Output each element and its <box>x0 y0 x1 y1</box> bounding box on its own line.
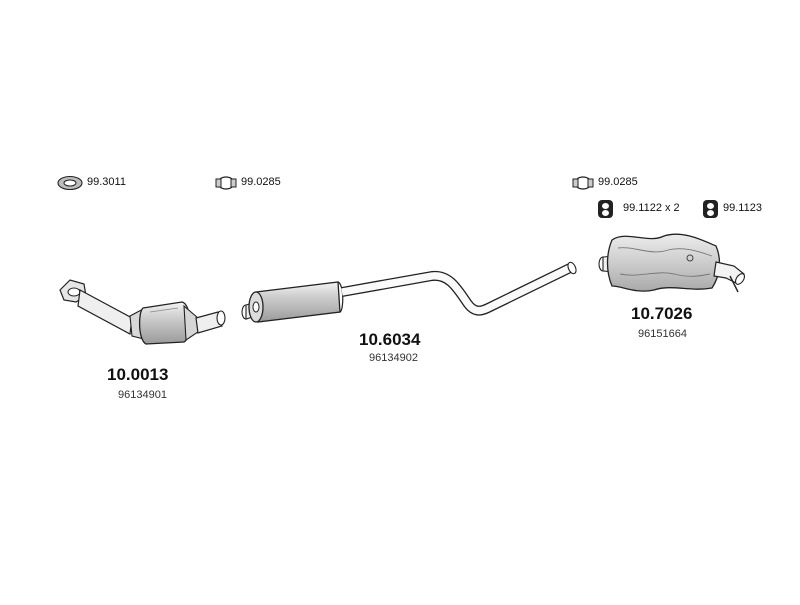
accessory-code: 99.1123 <box>723 202 762 214</box>
catalytic-converter-icon[interactable] <box>59 279 226 345</box>
accessory-code: 99.3011 <box>87 176 126 188</box>
part-number-label: 10.0013 <box>107 365 169 384</box>
oem-number-label: 96134902 <box>369 352 418 364</box>
oem-number-label: 96151664 <box>638 328 687 340</box>
accessory-code: 99.1122 x 2 <box>623 202 680 214</box>
oem-number-label: 96134901 <box>118 389 167 401</box>
part-number-label: 10.7026 <box>631 304 693 323</box>
part-number-label: 10.6034 <box>359 330 421 349</box>
rear-silencer-icon[interactable] <box>598 233 746 293</box>
accessory-code: 99.0285 <box>598 176 638 188</box>
rubber-hanger-icon[interactable] <box>598 200 613 218</box>
gasket-ring-icon[interactable] <box>57 175 83 191</box>
clamp-icon[interactable] <box>572 176 594 190</box>
clamp-icon[interactable] <box>215 176 237 190</box>
rubber-hanger-icon[interactable] <box>703 200 718 218</box>
accessory-code: 99.0285 <box>241 176 281 188</box>
middle-silencer-icon[interactable] <box>241 261 578 323</box>
